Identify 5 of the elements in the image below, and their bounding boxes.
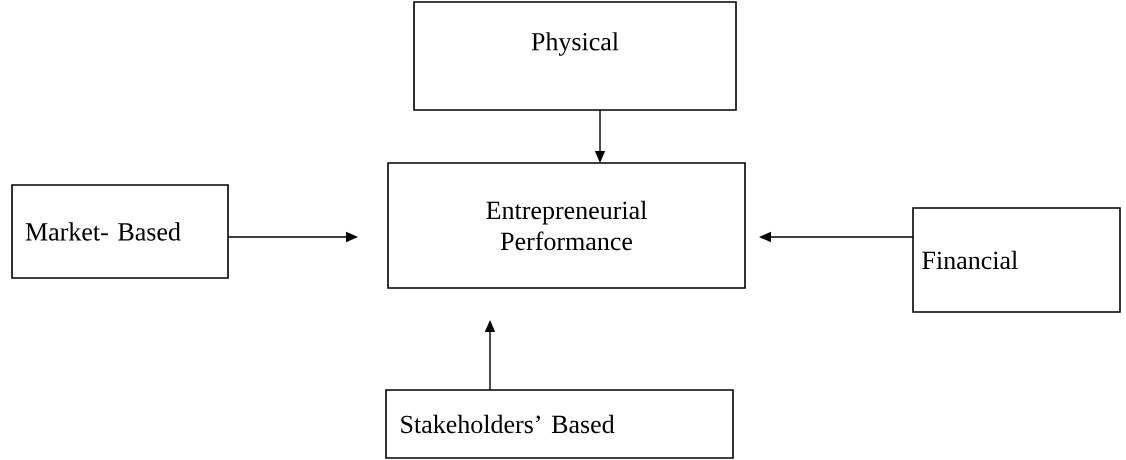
- box: Entrepreneurial Performance: [387, 162, 746, 289]
- box: Market- Based: [11, 184, 229, 279]
- box: Stakeholders’ Based: [385, 389, 734, 459]
- box: Physical: [413, 1, 737, 111]
- box: Financial: [912, 207, 1121, 313]
